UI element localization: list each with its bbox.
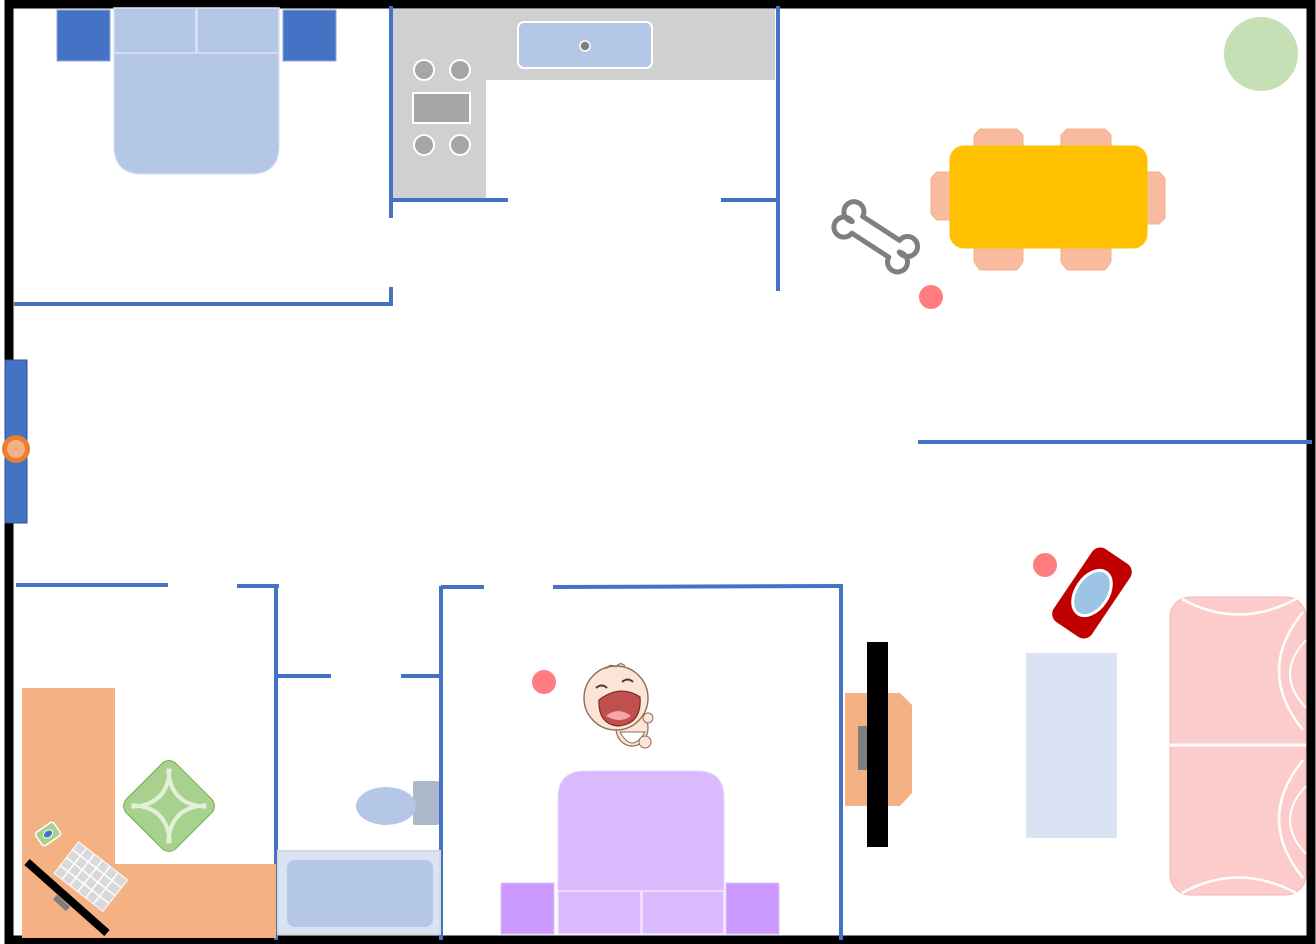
dining-chair: [1060, 128, 1112, 147]
burner: [449, 134, 471, 156]
nursery-wall-top-right: [552, 584, 844, 589]
crying-baby-icon: [583, 663, 654, 749]
pillow-left: [557, 890, 642, 935]
dining-chair: [973, 128, 1024, 147]
bathtub-icon: [277, 850, 441, 935]
robot-vacuum-icon[interactable]: [1046, 541, 1139, 645]
baby-hair: [605, 663, 626, 670]
toilet-icon: [356, 781, 439, 825]
television-icon: [867, 642, 888, 847]
nightstand-left: [56, 9, 111, 62]
dog-bone-icon: [831, 199, 921, 275]
sink-drain: [579, 40, 591, 52]
baby-hand: [642, 712, 654, 724]
computer-mouse-icon[interactable]: [34, 821, 62, 847]
double-bed-icon: [500, 770, 780, 935]
double-bed-icon: [56, 7, 337, 175]
toilet-tank: [413, 781, 439, 825]
round-plant-icon: [1224, 17, 1298, 91]
nightstand-right: [282, 9, 337, 62]
dining-chair: [1146, 171, 1166, 225]
burner: [413, 59, 435, 81]
burner: [413, 134, 435, 156]
baby-tongue: [606, 711, 631, 720]
baby-eye: [621, 678, 634, 683]
plant-icon: [123, 760, 215, 852]
baby-eye: [595, 684, 608, 689]
stove-panel: [412, 92, 471, 124]
pillow-left: [113, 7, 197, 54]
computer-keyboard-icon[interactable]: [53, 841, 129, 913]
dining-chair: [1060, 247, 1112, 271]
dining-chair: [973, 247, 1024, 271]
baby-foot: [638, 735, 652, 749]
pillow-right: [196, 7, 280, 54]
front-door-icon[interactable]: [2, 359, 30, 524]
presence-sensor-icon[interactable]: [532, 670, 556, 694]
nightstand-left: [500, 882, 555, 935]
toilet-bowl: [356, 787, 416, 825]
dining-table-icon: [930, 128, 1166, 271]
presence-sensor-icon[interactable]: [919, 285, 943, 309]
coffee-table-rug: [1026, 653, 1117, 838]
dining-table: [949, 145, 1148, 249]
burner: [449, 59, 471, 81]
sofa-icon: [1169, 596, 1307, 896]
pillow-right: [641, 890, 725, 935]
kitchen-sink-icon: [517, 21, 653, 69]
presence-sensor-icon[interactable]: [1033, 553, 1057, 577]
baby-diaper: [619, 731, 646, 744]
nightstand-right: [725, 882, 780, 935]
stove-icon: [412, 59, 471, 156]
dining-chair: [930, 171, 951, 221]
computer-monitor-icon: [24, 859, 110, 936]
kitchen-counter: [393, 9, 775, 198]
